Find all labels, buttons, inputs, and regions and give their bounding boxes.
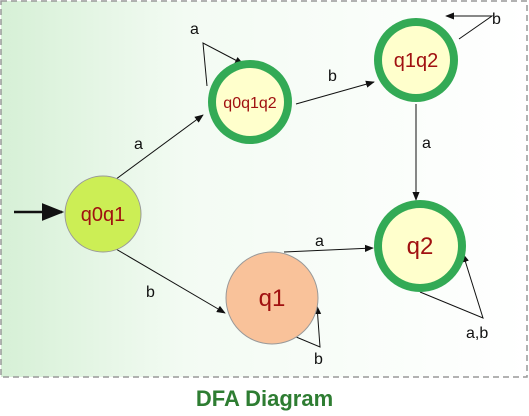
state-label-q1: q1 xyxy=(259,285,286,312)
loop-q2 xyxy=(419,253,484,319)
state-label-q0q1: q0q1 xyxy=(81,204,126,226)
state-q0q1q2: q0q1q2 xyxy=(208,60,292,144)
edge-label-loop-q1q2: b xyxy=(492,11,501,28)
edge-label-loop-q0q1q2: a xyxy=(190,21,199,38)
state-q1q2: q1q2 xyxy=(374,18,458,102)
edge-label-q0q1-q1: b xyxy=(146,284,155,301)
state-q1: q1 xyxy=(225,251,319,345)
state-label-q2: q2 xyxy=(407,233,434,260)
edge-label-q1-q2: a xyxy=(315,233,324,250)
state-label-q1q2: q1q2 xyxy=(394,50,439,72)
state-q0q1: q0q1 xyxy=(64,175,142,253)
edge-q1-q2 xyxy=(283,244,374,253)
state-q2: q2 xyxy=(374,200,466,292)
edge-label-q0q1q2-q1q2: b xyxy=(328,68,337,85)
edge-q0q1-q1 xyxy=(103,241,226,314)
loop-q1 xyxy=(288,305,322,348)
loop-q1q2 xyxy=(445,12,494,40)
edge-label-loop-q2: a,b xyxy=(466,325,488,342)
edge-q0q1-q0q1q2 xyxy=(103,114,204,189)
edge-q0q1q2-q1q2 xyxy=(295,80,375,105)
edge-label-q0q1-q0q1q2: a xyxy=(134,136,143,153)
state-label-q0q1q2: q0q1q2 xyxy=(223,95,276,112)
loop-q0q1q2 xyxy=(202,42,244,87)
edge-label-loop-q1: b xyxy=(314,351,323,368)
diagram-caption: DFA Diagram xyxy=(195,386,334,411)
edge-label-q1q2-q2: a xyxy=(422,135,431,152)
